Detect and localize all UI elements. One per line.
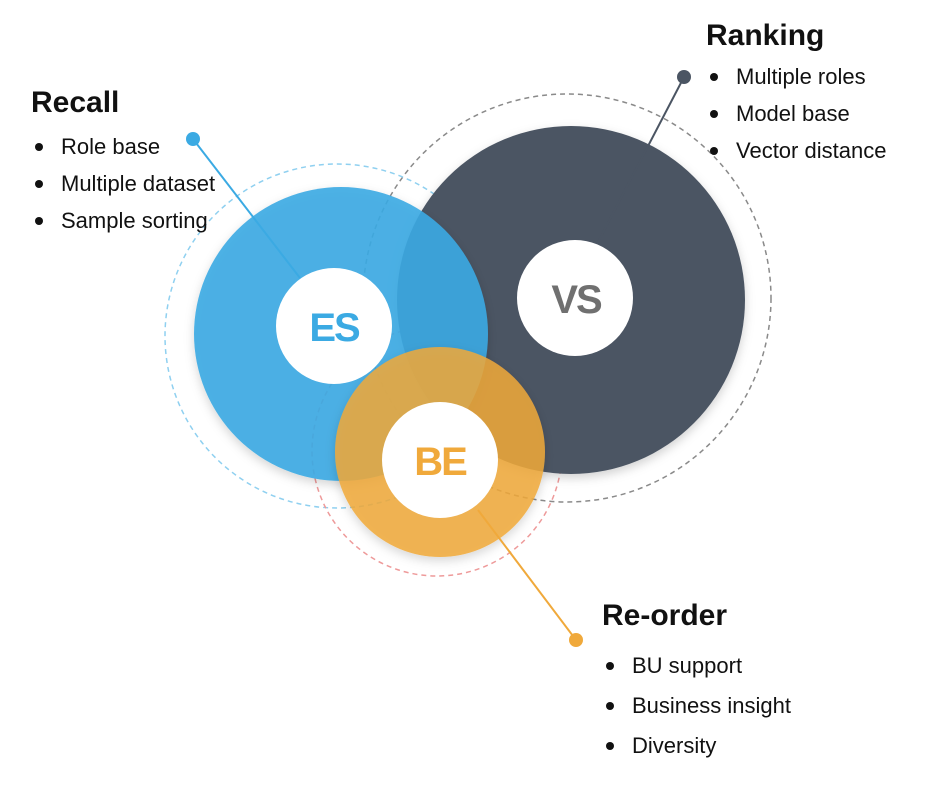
ranking-connector [596,76,685,245]
reorder-list: BU support Business insight Diversity [602,653,791,759]
recall-title: Recall [31,86,120,119]
reorder-item-bu-support: BU support [602,653,791,679]
ranking-item-vector-distance: Vector distance [706,138,886,164]
es-hub-label: ES [309,306,360,350]
recall-item-role-base: Role base [31,134,215,160]
ranking-block: Ranking Multiple roles Model base Vector… [706,19,886,175]
reorder-connector-dot [569,633,583,647]
vs-hub [517,240,633,356]
be-hub-label: BE [414,440,467,484]
ranking-item-multiple-roles: Multiple roles [706,64,886,90]
es-hub [276,268,392,384]
ranking-connector-dot [677,70,691,84]
recall-item-sample-sorting: Sample sorting [31,208,215,234]
ranking-list: Multiple roles Model base Vector distanc… [706,64,886,164]
be-hub [382,402,498,518]
ranking-title: Ranking [706,19,825,52]
recall-connector-dot [186,132,200,146]
reorder-connector [477,509,577,641]
recall-list: Role base Multiple dataset Sample sortin… [31,134,215,234]
vs-hub-label: VS [551,278,602,322]
recall-block: Recall Role base Multiple dataset Sample… [31,86,215,245]
recall-item-multiple-dataset: Multiple dataset [31,171,215,197]
reorder-item-business-insight: Business insight [602,693,791,719]
ranking-item-model-base: Model base [706,101,886,127]
recall-connector [192,138,301,279]
reorder-item-diversity: Diversity [602,733,791,759]
reorder-title: Re-order [602,599,728,632]
reorder-block: Re-order BU support Business insight Div… [602,599,791,773]
